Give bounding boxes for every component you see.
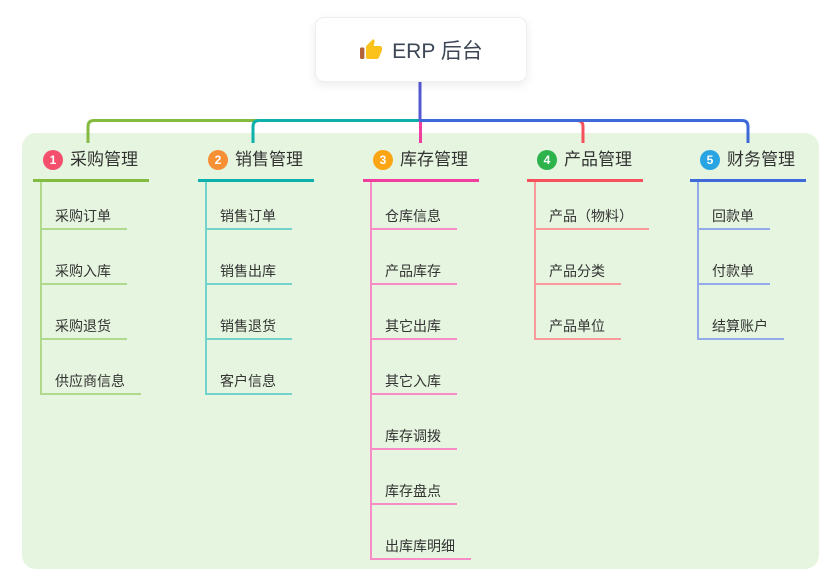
branch-header-5[interactable]: 5 财务管理 [690, 150, 806, 182]
branch-4-number-badge: 4 [537, 150, 557, 170]
leaf-node[interactable]: 销售出库 [205, 261, 292, 285]
leaf-node[interactable]: 产品单位 [534, 316, 621, 340]
leaf-node[interactable]: 库存盘点 [370, 481, 457, 505]
leaf-node[interactable]: 结算账户 [697, 316, 784, 340]
leaf-node[interactable]: 采购退货 [40, 316, 127, 340]
leaf-node[interactable]: 回款单 [697, 206, 770, 230]
leaf-node[interactable]: 产品分类 [534, 261, 621, 285]
branch-4-spine [534, 182, 536, 340]
branch-3-number-badge: 3 [373, 150, 393, 170]
branch-2-number-badge: 2 [208, 150, 228, 170]
branch-5-spine [697, 182, 699, 340]
branch-header-3[interactable]: 3 库存管理 [363, 150, 479, 182]
branch-3-spine [370, 182, 372, 560]
branch-4-label: 产品管理 [564, 150, 632, 169]
branch-5-label: 财务管理 [727, 150, 795, 169]
branch-2-spine [205, 182, 207, 395]
leaf-node[interactable]: 客户信息 [205, 371, 292, 395]
leaf-node[interactable]: 产品库存 [370, 261, 457, 285]
branches-panel [22, 133, 819, 569]
thumbs-up-icon [360, 38, 383, 59]
leaf-node[interactable]: 产品（物料） [534, 206, 649, 230]
branch-2-label: 销售管理 [235, 150, 303, 169]
leaf-node[interactable]: 出库库明细 [370, 536, 471, 560]
leaf-node[interactable]: 库存调拨 [370, 426, 457, 450]
branch-header-4[interactable]: 4 产品管理 [527, 150, 643, 182]
branch-5-number-badge: 5 [700, 150, 720, 170]
branch-header-2[interactable]: 2 销售管理 [198, 150, 314, 182]
root-title: ERP 后台 [392, 39, 483, 63]
root-node[interactable]: ERP 后台 [315, 17, 527, 82]
leaf-node[interactable]: 采购订单 [40, 206, 127, 230]
branch-1-spine [40, 182, 42, 395]
leaf-node[interactable]: 其它出库 [370, 316, 457, 340]
leaf-node[interactable]: 仓库信息 [370, 206, 457, 230]
leaf-node[interactable]: 付款单 [697, 261, 770, 285]
branch-1-label: 采购管理 [70, 150, 138, 169]
leaf-node[interactable]: 采购入库 [40, 261, 127, 285]
leaf-node[interactable]: 供应商信息 [40, 371, 141, 395]
leaf-node[interactable]: 销售订单 [205, 206, 292, 230]
leaf-node[interactable]: 其它入库 [370, 371, 457, 395]
leaf-node[interactable]: 销售退货 [205, 316, 292, 340]
branch-1-number-badge: 1 [43, 150, 63, 170]
branch-3-label: 库存管理 [400, 150, 468, 169]
branch-header-1[interactable]: 1 采购管理 [33, 150, 149, 182]
